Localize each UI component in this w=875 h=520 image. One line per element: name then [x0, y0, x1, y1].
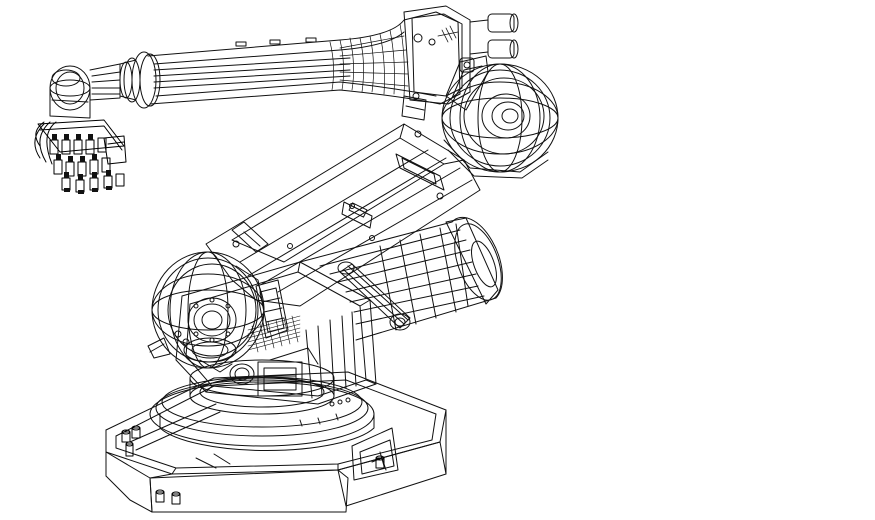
- gripper-tool: [35, 120, 126, 194]
- lower-arm: [206, 124, 480, 306]
- upper-arm: [120, 6, 518, 120]
- wrist: [50, 64, 120, 118]
- shoulder-gearbox: [248, 280, 300, 352]
- shoulder-hub: [148, 252, 264, 368]
- turntable: [150, 360, 374, 451]
- counterbalance-rod: [338, 262, 410, 330]
- elbow-hub: [442, 56, 558, 178]
- base-bolts: [122, 426, 384, 504]
